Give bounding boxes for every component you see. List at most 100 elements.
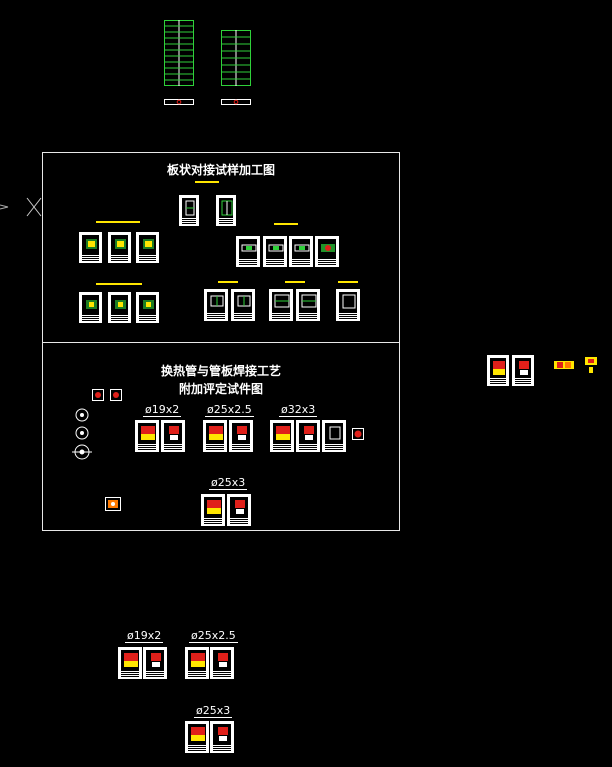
lower-dim-label-19x2: ø19x2 [124, 629, 164, 643]
plate-sheet-top-1-art [185, 200, 195, 216]
lower-sheet-19x2-b [143, 647, 167, 679]
plate-group-label-bottom-left [96, 283, 142, 285]
tube-sheet-25x25-a [203, 420, 227, 452]
tubesheet-symbol-3-svg [72, 444, 92, 460]
plate-sheet-r4 [315, 236, 339, 267]
plate-sheet-b2-art [115, 300, 126, 309]
tube-sheet-25x3-a [201, 494, 225, 526]
plate-group-label-b-mid2 [285, 281, 305, 283]
tube-sheet-19x2-a [135, 420, 159, 452]
lower-dim-label-25x3: ø25x3 [193, 704, 233, 718]
plate-sheet-c2-art [237, 295, 251, 307]
tube-section-title-line2: 附加评定试件图 [178, 382, 263, 396]
plate-sheet-c1 [204, 289, 228, 321]
tube-sheet-25x3-b [227, 494, 251, 526]
column-elevation-left-svg [164, 20, 194, 86]
lower-sheet-19x2-a-art [124, 653, 138, 667]
plate-sheet-b2 [108, 292, 131, 323]
plate-sheet-l1-art [86, 239, 97, 249]
plate-sheet-c3-art [274, 294, 290, 308]
lower-dim-label-25x25: ø25x2.5 [189, 629, 238, 643]
tube-sheet-19x2-b-art [169, 426, 179, 440]
ucs-cross-icon [0, 196, 44, 218]
column-elevation-right-svg [221, 30, 251, 86]
tube-sheet-25x3-b-art [235, 500, 245, 514]
plate-sheet-b1-art [86, 300, 97, 309]
plate-group-label-left [96, 221, 140, 223]
loose-symbol-a-svg [554, 361, 574, 369]
tubesheet-symbol-1-svg [75, 408, 89, 422]
tube-sheet-19x2-b [161, 420, 185, 452]
tube-section-frame [42, 342, 400, 531]
dim-label-25x3: ø25x3 [208, 476, 248, 490]
plate-sheet-b1 [79, 292, 102, 323]
dim-label-25x25: ø25x2.5 [205, 403, 254, 417]
tube-detail-symbol-left-svg [105, 497, 121, 511]
loose-sheet-a-art [493, 361, 505, 375]
lower-sheet-25x25-a [185, 647, 209, 679]
tubesheet-symbol-3 [72, 444, 92, 460]
plate-sheet-l1 [79, 232, 102, 263]
plate-sheet-c1-art [210, 295, 224, 307]
lower-sheet-19x2-b-art [151, 653, 161, 667]
plate-sheet-top-2-art [221, 200, 233, 216]
plate-sheet-c4-art [301, 294, 317, 308]
plate-sheet-r4-art [321, 244, 335, 252]
column-base-right-svg [221, 99, 251, 105]
lower-sheet-25x25-a-art [191, 653, 205, 667]
plate-sheet-b3-art [143, 300, 154, 309]
lower-sheet-25x3-b [210, 721, 234, 753]
plate-sheet-c4 [296, 289, 320, 321]
plate-sheet-l2-art [115, 239, 126, 249]
plate-sheet-r1 [236, 236, 260, 267]
loose-symbol-b-svg [585, 357, 597, 373]
tube-sheet-25x3-a-art [207, 500, 221, 514]
tube-sheet-32x3-b [296, 420, 320, 452]
lower-sheet-25x3-a-art [191, 727, 205, 741]
plate-sheet-c3 [269, 289, 293, 321]
tubesheet-symbol-1 [75, 407, 89, 422]
loose-sheet-a [487, 355, 509, 386]
plate-sheet-r3-art [294, 244, 310, 252]
plate-group-label-b-right [338, 281, 358, 283]
plate-group-label-b-mid1 [218, 281, 238, 283]
lower-sheet-19x2-a [118, 647, 142, 679]
tube-sheet-32x3-c [322, 420, 346, 452]
plate-sheet-c5-art [342, 294, 356, 309]
column-base-left [164, 90, 194, 105]
tube-sheet-32x3-c-art [329, 426, 341, 440]
tube-sheet-32x3-a-art [276, 426, 290, 440]
tube-detail-symbol-left [105, 496, 121, 511]
loose-symbol-a [554, 356, 574, 369]
lower-sheet-25x3-a [185, 721, 209, 753]
flange-symbol-2 [110, 386, 122, 401]
plate-section-title: 板状对接试样加工图 [166, 163, 275, 177]
loose-sheet-b [512, 355, 534, 386]
lower-sheet-25x25-b-art [218, 653, 228, 667]
flange-symbol-1 [92, 386, 104, 401]
dim-label-32x3: ø32x3 [278, 403, 318, 417]
tube-sheet-32x3-a [270, 420, 294, 452]
plate-sheet-l2 [108, 232, 131, 263]
plate-group-label-right [274, 223, 298, 225]
plate-sheet-l3-art [143, 239, 154, 249]
lower-sheet-25x3-b-art [218, 727, 228, 741]
plate-sheet-r2 [263, 236, 287, 267]
plate-sheet-r2-art [268, 244, 284, 252]
column-elevation-right [221, 30, 251, 86]
plate-subtitle-a [195, 181, 219, 183]
plate-sheet-top-2 [216, 195, 236, 226]
tube-detail-symbol-svg [352, 428, 364, 440]
plate-sheet-r1-art [241, 244, 257, 252]
tube-sheet-25x25-b [229, 420, 253, 452]
column-elevation-left [164, 20, 194, 86]
tube-section-title-line1: 换热管与管板焊接工艺 [160, 364, 281, 378]
column-base-right [221, 90, 251, 105]
tube-sheet-25x25-b-art [237, 426, 247, 440]
tubesheet-symbol-2-svg [75, 426, 89, 440]
dim-label-19x2: ø19x2 [142, 403, 182, 417]
tube-sheet-32x3-b-art [304, 426, 314, 440]
column-base-left-svg [164, 99, 194, 105]
tubesheet-symbol-2 [75, 425, 89, 440]
lower-sheet-25x25-b [210, 647, 234, 679]
